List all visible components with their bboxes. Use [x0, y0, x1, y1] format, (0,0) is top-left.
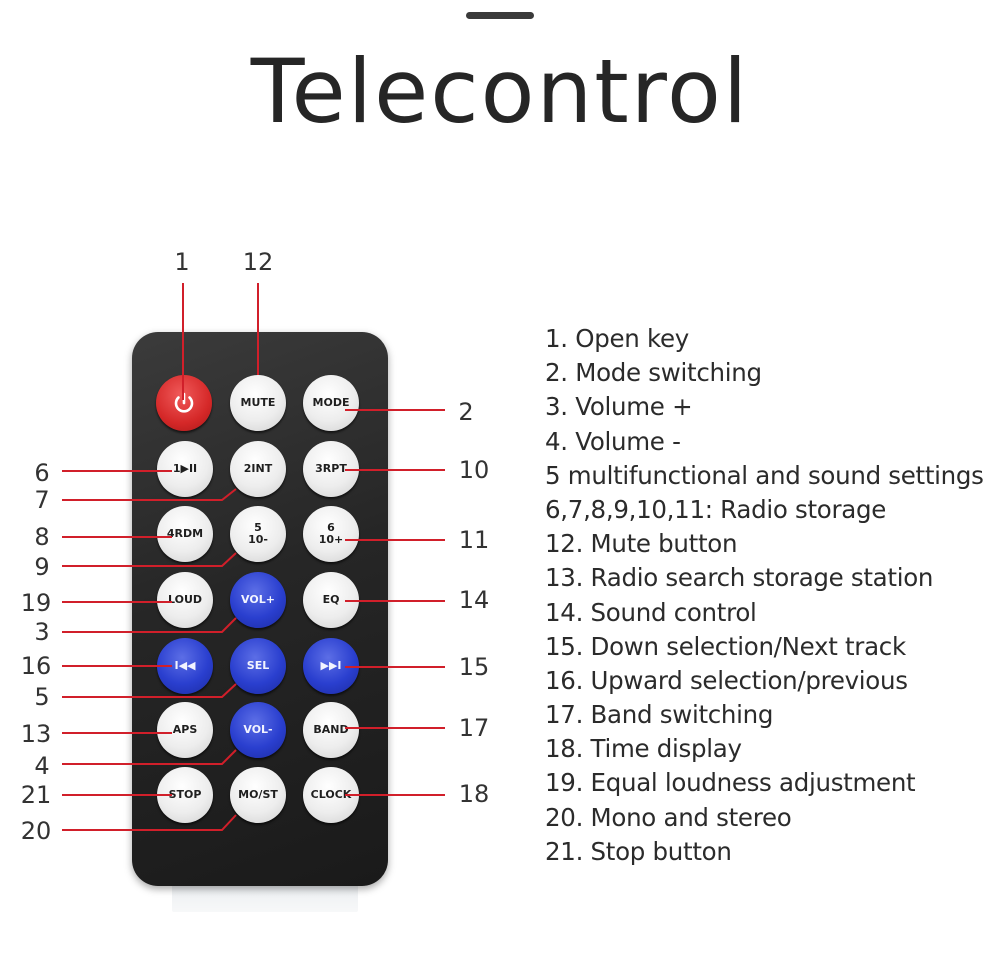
- callout-number: 9: [34, 553, 50, 581]
- eq-button[interactable]: EQ: [303, 572, 359, 628]
- callout-number: 16: [20, 652, 52, 680]
- callout-number: 18: [458, 780, 490, 808]
- callout-number: 15: [458, 653, 490, 681]
- callout-number: 3: [34, 618, 50, 646]
- legend-item: 17. Band switching: [545, 700, 774, 730]
- legend-item: 16. Upward selection/previous: [545, 665, 908, 695]
- callout-number: 17: [458, 714, 490, 742]
- callout-number: 8: [34, 523, 50, 551]
- callout-number: 12: [242, 248, 274, 276]
- legend-item: 12. Mute button: [545, 529, 738, 559]
- band-button[interactable]: BAND: [303, 702, 359, 758]
- mode-button[interactable]: MODE: [303, 375, 359, 431]
- remote-diagram: MUTE MODE 1▶II 2INT 3RPT 4RDM 5 10- 6 10…: [20, 248, 490, 912]
- mute-button[interactable]: MUTE: [230, 375, 286, 431]
- volume-down-button[interactable]: VOL-: [230, 702, 286, 758]
- button-legend: 1. Open key 2. Mode switching 3. Volume …: [545, 322, 995, 869]
- callout-number: 5: [34, 683, 50, 711]
- legend-item: 13. Radio search storage station: [545, 563, 934, 593]
- legend-item: 21. Stop button: [545, 836, 732, 866]
- legend-item: 20. Mono and stereo: [545, 802, 792, 832]
- callout-number: 6: [34, 459, 50, 487]
- callout-number: 14: [458, 586, 490, 614]
- callout-number: 7: [34, 486, 50, 514]
- legend-item: 14. Sound control: [545, 597, 757, 627]
- callout-number: 20: [20, 817, 52, 845]
- volume-up-button[interactable]: VOL+: [230, 572, 286, 628]
- legend-item: 18. Time display: [545, 734, 742, 764]
- five-ten-minus-button[interactable]: 5 10-: [230, 506, 286, 562]
- legend-item: 1. Open key: [545, 324, 689, 353]
- select-button[interactable]: SEL: [230, 638, 286, 694]
- callout-number: 11: [458, 526, 490, 554]
- rpt-button[interactable]: 3RPT: [303, 441, 359, 497]
- callout-number: 19: [20, 589, 52, 617]
- callout-number: 21: [20, 781, 52, 809]
- play-pause-button[interactable]: 1▶II: [157, 441, 213, 497]
- legend-item: 6,7,8,9,10,11: Radio storage: [545, 494, 886, 524]
- callout-number: 1: [174, 248, 190, 276]
- loud-button[interactable]: LOUD: [157, 572, 213, 628]
- drag-handle[interactable]: [466, 12, 534, 19]
- legend-item: 5 multifunctional and sound settings: [545, 460, 984, 490]
- mono-stereo-button[interactable]: MO/ST: [230, 767, 286, 823]
- rdm-button[interactable]: 4RDM: [157, 506, 213, 562]
- callout-number: 13: [20, 720, 52, 748]
- stop-button[interactable]: STOP: [157, 767, 213, 823]
- legend-item: 3. Volume +: [545, 392, 693, 422]
- legend-item: 15. Down selection/Next track: [545, 631, 906, 661]
- int-button[interactable]: 2INT: [230, 441, 286, 497]
- page-title: Telecontrol: [250, 40, 750, 143]
- six-ten-plus-button[interactable]: 6 10+: [303, 506, 359, 562]
- callout-number: 2: [458, 398, 474, 426]
- power-icon: [174, 392, 194, 413]
- callout-number: 10: [458, 456, 490, 484]
- legend-item: 19. Equal loudness adjustment: [545, 768, 916, 798]
- power-button[interactable]: [156, 375, 212, 431]
- legend-item: 2. Mode switching: [545, 358, 762, 388]
- aps-button[interactable]: APS: [157, 702, 213, 758]
- next-track-button[interactable]: ▶▶I: [303, 638, 359, 694]
- clock-button[interactable]: CLOCK: [303, 767, 359, 823]
- callout-number: 4: [34, 752, 50, 780]
- previous-track-button[interactable]: I◀◀: [157, 638, 213, 694]
- legend-item: 4. Volume -: [545, 426, 681, 456]
